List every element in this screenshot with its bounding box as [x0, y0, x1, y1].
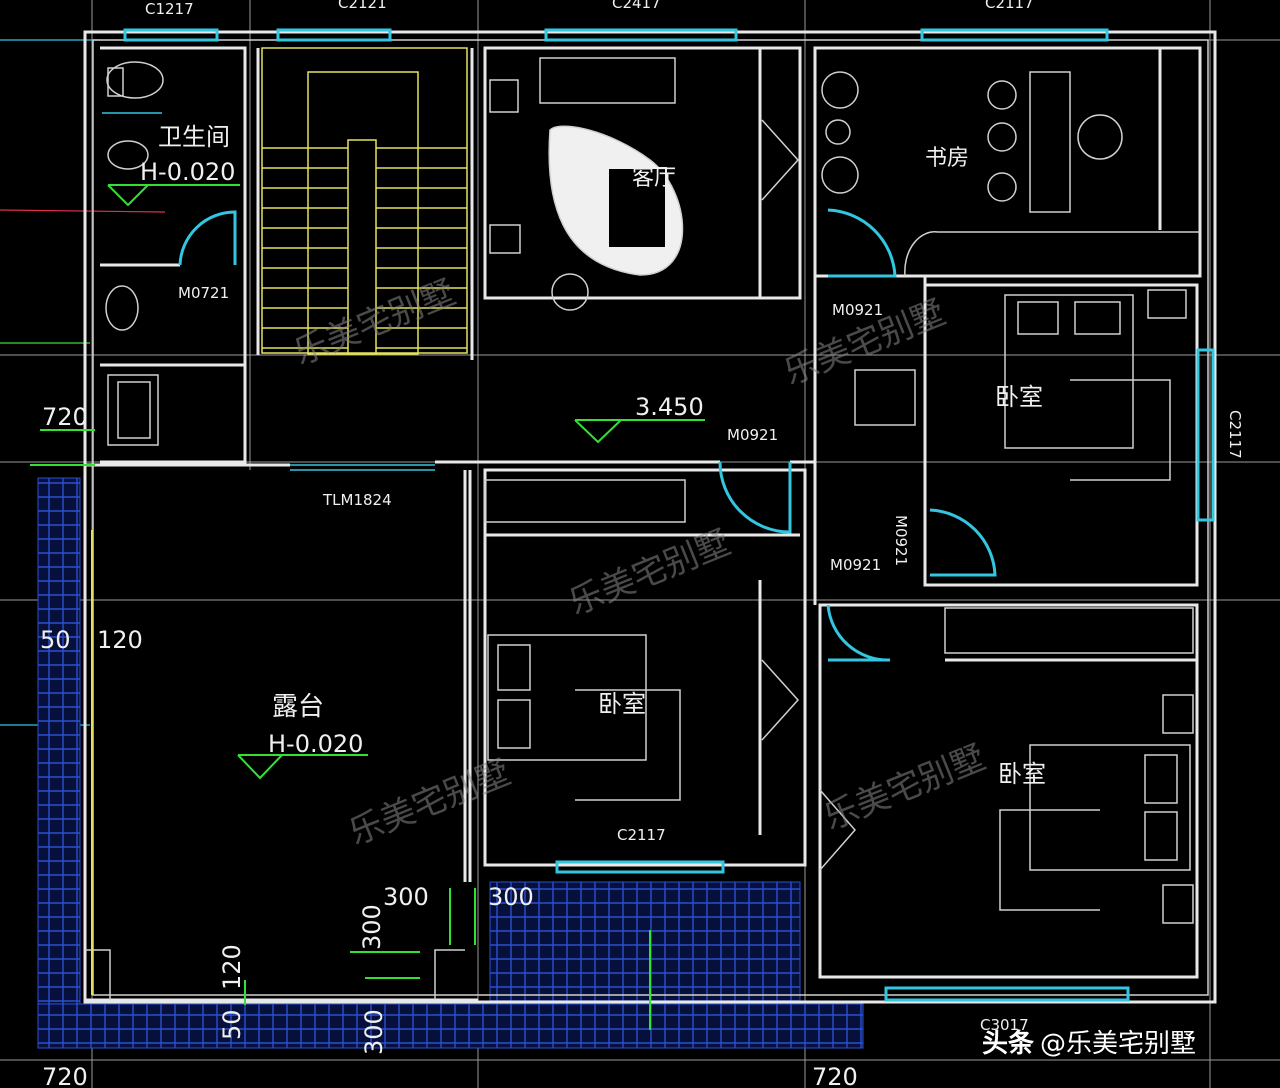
window-c2117-mid: C2117	[617, 826, 666, 844]
watermark-3: 乐美宅别墅	[563, 523, 736, 624]
windows	[102, 28, 1215, 1002]
window-c2117-top: C2117	[985, 0, 1034, 12]
dim-300-b: 300	[488, 883, 534, 911]
dim-300-c: 300	[358, 904, 386, 950]
window-c2121: C2121	[338, 0, 387, 12]
door-m0921-a: M0921	[832, 301, 883, 319]
window-c1217: C1217	[145, 0, 194, 18]
dim-300-a: 300	[383, 883, 429, 911]
floor-level: 3.450	[635, 393, 704, 421]
window-c2117-right: C2117	[1226, 410, 1244, 459]
dim-720-bottom-left: 720	[42, 1063, 88, 1088]
terrace-level: H-0.020	[268, 730, 363, 758]
door-m0721: M0721	[178, 284, 229, 302]
terrace-label: 露台	[272, 692, 324, 722]
dim-50-b: 50	[218, 1009, 246, 1040]
level-markers	[30, 184, 705, 1030]
watermark-5: 乐美宅别墅	[818, 738, 991, 839]
dim-720-bottom-right: 720	[812, 1063, 858, 1088]
living-room-label: 客厅	[632, 166, 676, 191]
window-c2417: C2417	[612, 0, 661, 12]
window-c3017: C3017	[980, 1016, 1029, 1034]
dim-120-b: 120	[218, 944, 246, 990]
bathroom-label: 卫生间	[158, 123, 230, 151]
staircase	[261, 47, 468, 355]
door-m0921-b: M0921	[727, 426, 778, 444]
dim-300-d: 300	[360, 1009, 388, 1055]
dim-720-left: 720	[42, 403, 88, 431]
credit-brand: 头条	[982, 1029, 1035, 1059]
bedroom-lower-label: 卧室	[998, 760, 1046, 788]
credit-handle: @乐美宅别墅	[1040, 1029, 1196, 1059]
furniture	[105, 57, 1200, 924]
dim-120-a: 120	[97, 626, 143, 654]
balcony-railing	[37, 477, 864, 1049]
study-label: 书房	[925, 146, 969, 171]
bathroom-level: H-0.020	[140, 158, 235, 186]
door-m0921-c: M0921	[830, 556, 881, 574]
watermark-4: 乐美宅别墅	[343, 753, 516, 854]
doors	[178, 208, 997, 662]
door-m0921-d: M0921	[892, 515, 910, 566]
bedroom-middle-label: 卧室	[598, 690, 646, 718]
bedroom-upper-label: 卧室	[995, 383, 1043, 411]
door-tlm1824: TLM1824	[322, 491, 392, 509]
dim-50-a: 50	[40, 626, 71, 654]
